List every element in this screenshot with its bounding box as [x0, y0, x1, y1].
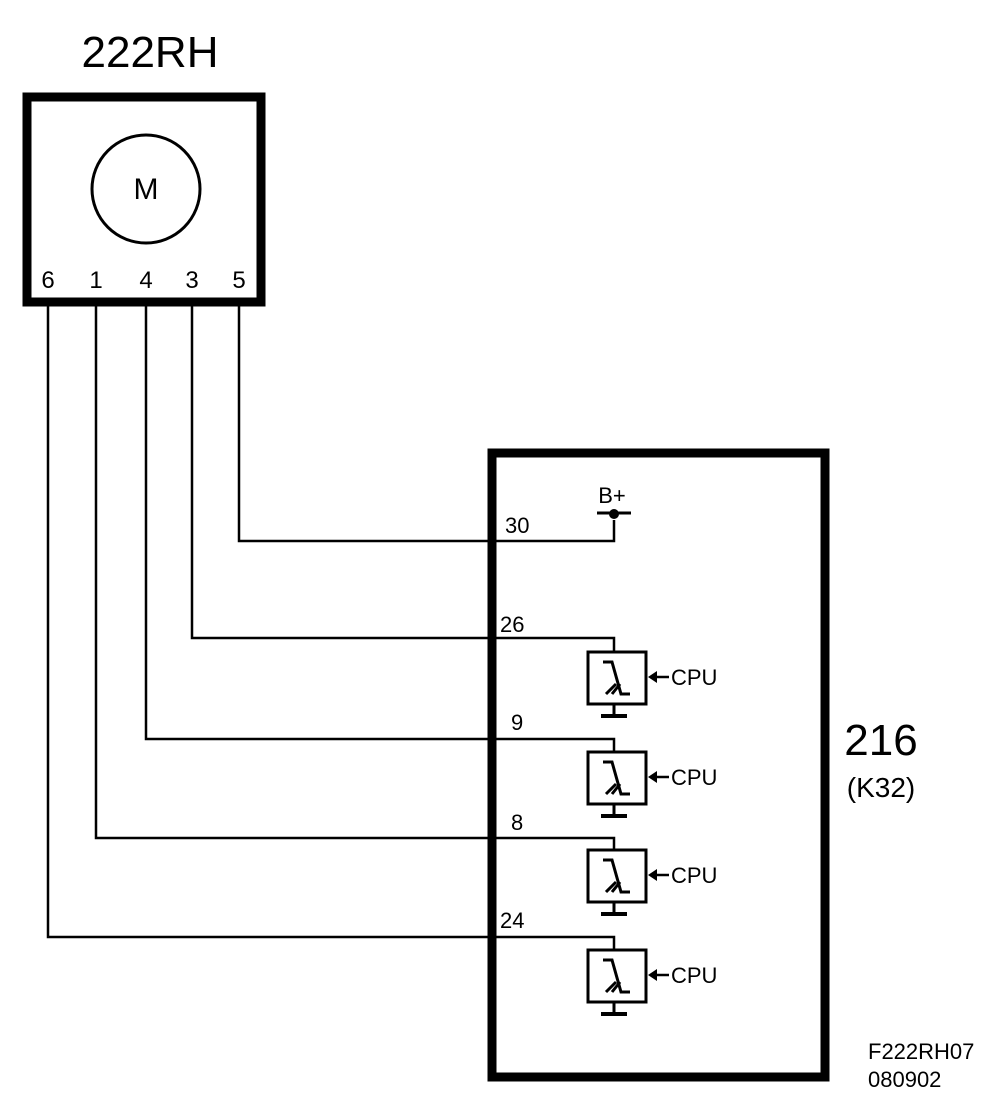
module-id: 216 — [844, 716, 917, 765]
driver-3: CPU — [586, 848, 717, 916]
footer-date: 080902 — [868, 1067, 941, 1092]
supply-label: B+ — [598, 483, 626, 508]
driver-3-label: CPU — [671, 863, 717, 888]
motor-box — [22, 92, 266, 307]
driver-1-arrow-icon — [648, 671, 657, 683]
driver-2-transistor-mark — [604, 782, 622, 796]
wire-pin6-to-24 — [46, 306, 616, 950]
footer-code: F222RH07 — [868, 1039, 974, 1064]
wires — [46, 306, 616, 950]
driver-2-transistor-icon — [603, 760, 630, 796]
driver-2-box — [586, 750, 648, 806]
driver-3-box — [586, 848, 648, 904]
motor-pin-4: 4 — [139, 267, 152, 294]
driver-1-box — [586, 650, 648, 706]
wire-pin5-to-30 — [237, 306, 616, 543]
terminal-24: 24 — [500, 908, 524, 933]
supply-node — [609, 509, 619, 519]
driver-1-transistor-icon — [603, 660, 630, 696]
driver-3-arrow-icon — [648, 869, 657, 881]
motor-title: 222RH — [82, 28, 219, 77]
driver-3-transistor-icon — [603, 858, 630, 894]
wire-pin4-to-9 — [144, 306, 616, 752]
motor-symbol-circle — [90, 133, 202, 245]
driver-2: CPU — [586, 750, 717, 818]
terminal-8: 8 — [511, 810, 523, 835]
driver-2-arrow-icon — [648, 771, 657, 783]
motor-pin-5: 5 — [232, 267, 245, 294]
module-box — [487, 448, 830, 1082]
driver-4-transistor-icon — [603, 958, 630, 994]
driver-1-label: CPU — [671, 665, 717, 690]
driver-3-transistor-mark — [604, 880, 622, 894]
wire-pin1-to-8 — [94, 306, 616, 850]
wire-pin3-to-26 — [190, 306, 616, 652]
motor-symbol-label: M — [134, 173, 159, 206]
motor-pin-1: 1 — [89, 267, 102, 294]
driver-4-label: CPU — [671, 963, 717, 988]
module-sub: (K32) — [847, 772, 915, 803]
motor-pin-3: 3 — [185, 267, 198, 294]
driver-4-transistor-mark — [604, 980, 622, 994]
driver-4-arrow-icon — [648, 969, 657, 981]
driver-1-transistor-mark — [604, 682, 622, 696]
terminal-9: 9 — [511, 710, 523, 735]
motor-pin-6: 6 — [41, 267, 54, 294]
driver-2-label: CPU — [671, 765, 717, 790]
terminal-30: 30 — [505, 513, 529, 538]
terminal-26: 26 — [500, 612, 524, 637]
driver-4-box — [586, 948, 648, 1004]
driver-4: CPU — [586, 948, 717, 1016]
driver-1: CPU — [586, 650, 717, 718]
